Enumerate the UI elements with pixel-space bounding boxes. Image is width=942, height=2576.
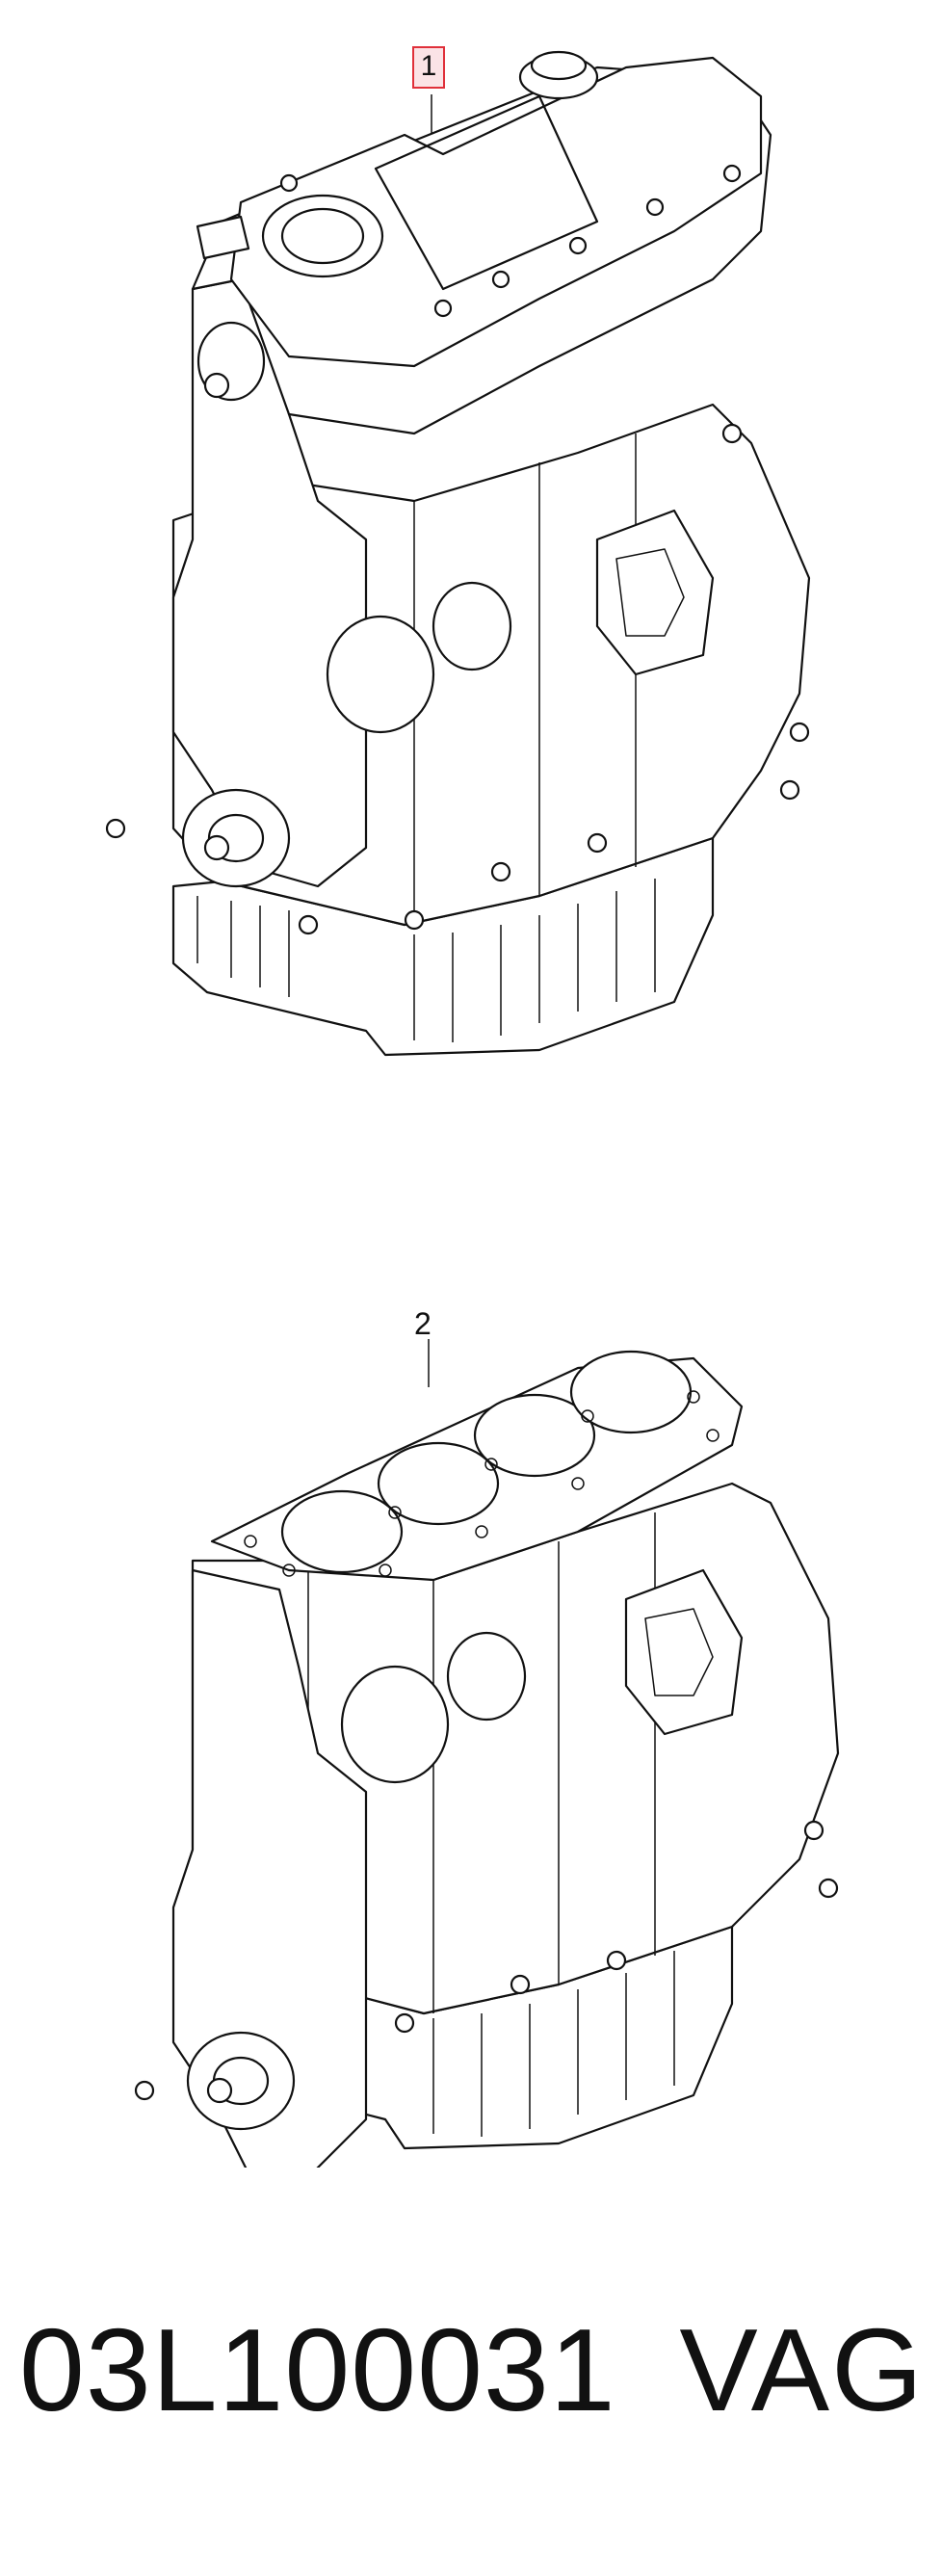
valve-cover-panel [374,94,599,291]
short-block-thermostat [446,1631,527,1722]
valve-cover [229,56,763,368]
engine-assembly-drawing: 1 [0,0,942,1108]
thermostat-housing [432,581,512,671]
cam-cover-ring-inner [280,207,365,265]
brand-label: VAG [679,2304,925,2435]
cam-cover-ring [261,194,384,278]
part-number: 03L100031 [19,2304,616,2435]
block-bolts [105,423,810,935]
cylinder-bore-4 [569,1350,693,1434]
footer: 03L100031 VAG [0,2302,942,2466]
short-block-svg [134,1339,840,2168]
callout-1[interactable]: 1 [412,46,445,89]
oil-pan-ribs [196,879,656,1042]
head-bolts [279,164,742,318]
breather-pipe [196,215,250,260]
cylinder-bore-2 [377,1441,500,1526]
callout-2[interactable]: 2 [414,1306,432,1341]
short-block-bolts [134,1820,839,2101]
crankshaft-bolt [203,834,230,861]
short-block-front-cover [171,1568,368,2168]
oil-filler-cap-top [530,50,588,81]
engine-assembly-svg [105,50,811,1057]
cylinder-bore-3 [473,1393,596,1478]
short-block-water-pump [340,1665,450,1784]
water-pump-body [326,615,435,734]
short-block-drawing: 2 [0,1252,942,2168]
short-block-oil-filter-detail [644,1608,714,1696]
camshaft-bolt [203,372,230,399]
cylinder-bore-1 [280,1489,404,1574]
deck-holes [244,1390,720,1577]
oil-filter-bracket-detail [615,548,685,637]
short-block-ribs [307,1512,656,2013]
short-block-crank-bolt [206,2077,233,2104]
